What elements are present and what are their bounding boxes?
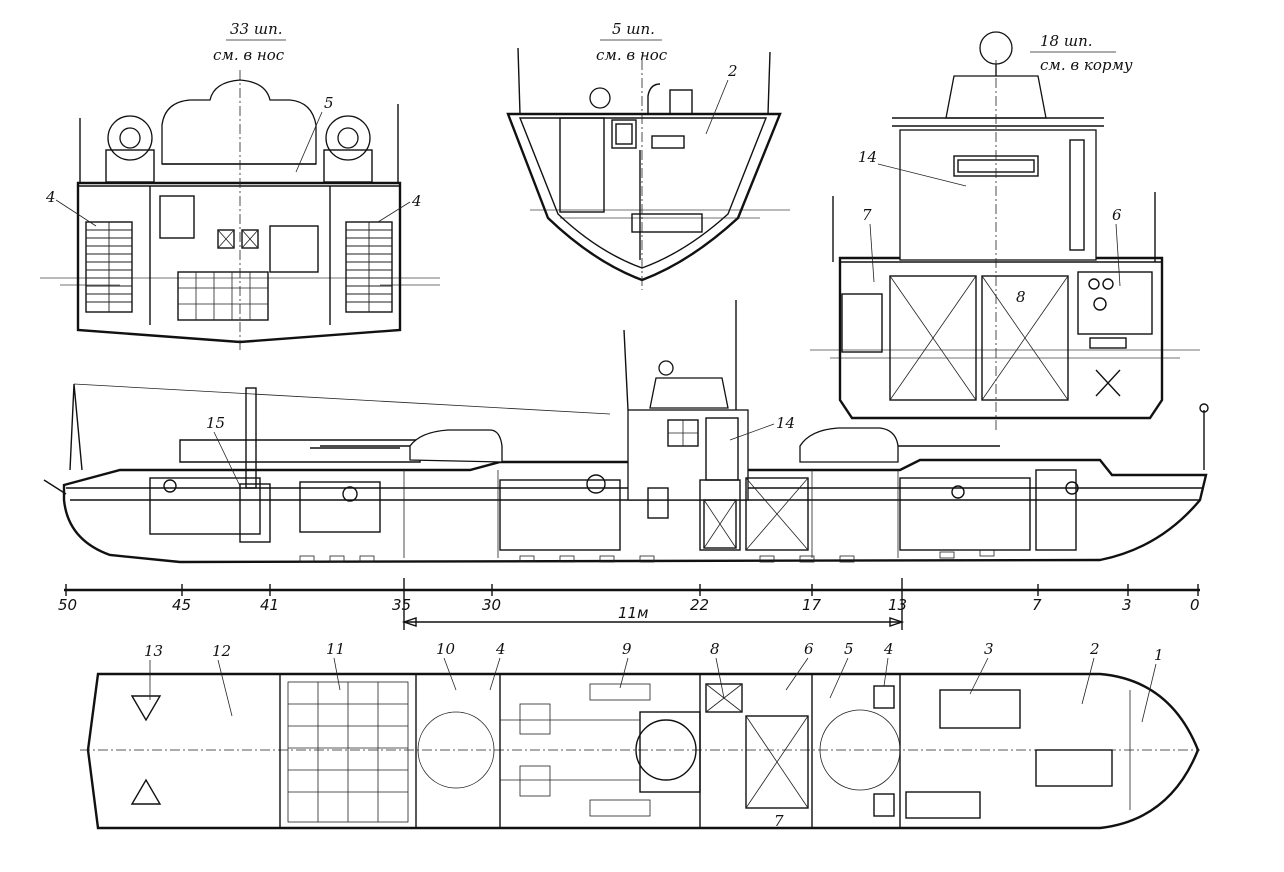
plan-callout-9: 9: [622, 640, 632, 658]
plan-callout-4a: 4: [495, 640, 506, 658]
callout-5: 5: [324, 94, 334, 112]
frame-label-13: 13: [888, 596, 907, 614]
plan-callout-6: 6: [804, 640, 814, 658]
plan-callout-2: 2: [1089, 640, 1100, 658]
plan-callout-5: 5: [844, 640, 854, 658]
section-18-frame-label: 18 шп.: [1040, 32, 1093, 50]
plan-callout-3: 3: [984, 640, 994, 658]
plan-callout-13: 13: [144, 642, 163, 660]
frame-label-50: 50: [58, 596, 77, 614]
section-33-view: 33 шп. см. в нос 4 5 4: [40, 20, 440, 350]
callout-15: 15: [206, 414, 225, 432]
plan-callout-12: 12: [212, 642, 231, 660]
frame-label-7: 7: [1032, 596, 1042, 614]
frame-label-17: 17: [802, 596, 822, 614]
plan-callout-8: 8: [710, 640, 720, 658]
callout-4-right: 4: [411, 192, 422, 210]
plan-callout-4b: 4: [883, 640, 894, 658]
frame-label-3: 3: [1122, 596, 1132, 614]
frame-scale: 50 45 41 35 30 22 17 13 7 3 0 11м: [58, 578, 1200, 630]
callout-4-left: 4: [45, 188, 56, 206]
section-5-frame-label: 5 шп.: [612, 20, 655, 38]
callout-6-section: 6: [1112, 206, 1122, 224]
frame-label-0: 0: [1190, 596, 1200, 614]
plan-view: 13 12 11 10 4 9 8 6 5 4 3 2 1 7: [80, 640, 1200, 830]
section-18-direction-label: см. в корму: [1040, 56, 1133, 74]
frame-label-41: 41: [260, 596, 279, 614]
section-33-frame-label: 33 шп.: [230, 20, 283, 38]
plan-callout-11: 11: [326, 640, 345, 658]
frame-label-22: 22: [690, 596, 709, 614]
frame-label-45: 45: [172, 596, 191, 614]
section-5-view: 5 шп. см. в нос 2: [506, 20, 790, 290]
frame-label-30: 30: [482, 596, 501, 614]
frame-label-35: 35: [392, 596, 411, 614]
callout-14-side: 14: [776, 414, 795, 432]
callout-8-section: 8: [1016, 288, 1026, 306]
plan-callout-10: 10: [436, 640, 456, 658]
section-18-view: 18 шп. см. в корму 14 7 8 6: [810, 31, 1200, 430]
callout-2: 2: [727, 62, 738, 80]
callout-14-section: 14: [858, 148, 877, 166]
dimension-label: 11м: [618, 604, 648, 622]
side-elevation-view: 15 14: [43, 300, 1209, 564]
section-33-direction-label: см. в нос: [213, 46, 285, 64]
callout-7-section: 7: [862, 206, 872, 224]
plan-callout-7: 7: [774, 812, 784, 830]
plan-callout-1: 1: [1154, 646, 1164, 664]
section-5-direction-label: см. в нос: [596, 46, 668, 64]
